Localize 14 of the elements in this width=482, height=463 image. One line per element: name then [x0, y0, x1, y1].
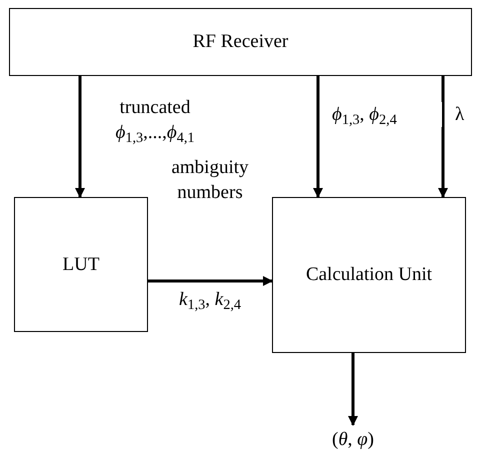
node-label: Calculation Unit — [304, 263, 434, 287]
arrow — [148, 276, 273, 286]
process-box — [9, 8, 472, 76]
arrow — [75, 76, 85, 198]
arrow — [438, 76, 448, 198]
arrow — [348, 353, 358, 426]
output-text: (θ, φ) — [330, 428, 375, 452]
math-label: k$_{1,3}$, k$_{2,4}$ — [178, 288, 242, 312]
node-label: RF Receiver — [192, 30, 290, 54]
edge-label: ϕ$_{1,3}$, ϕ$_{2,4}$ — [332, 102, 442, 127]
process-box — [14, 197, 148, 332]
node-label: LUT — [62, 252, 100, 276]
arrow — [313, 76, 323, 198]
process-box — [272, 197, 466, 353]
